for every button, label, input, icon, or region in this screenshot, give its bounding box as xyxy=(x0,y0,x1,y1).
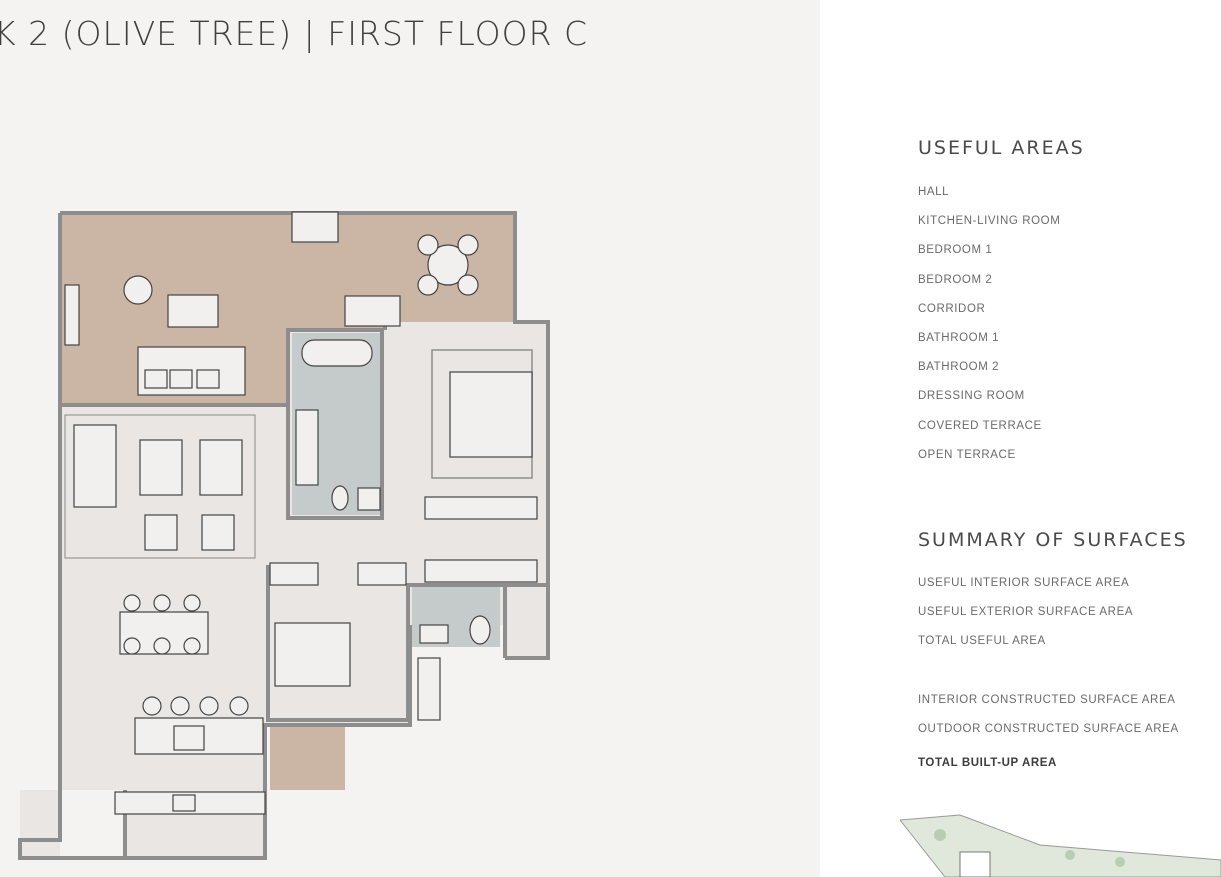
summary-total-row: TOTAL BUILT-UP AREA xyxy=(918,757,1057,769)
area-row: KITCHEN-LIVING ROOM xyxy=(918,215,1061,227)
site-plan-thumbnail xyxy=(900,814,1221,877)
area-row: BATHROOM 2 xyxy=(918,361,1000,373)
page-title: K 2 (OLIVE TREE) | FIRST FLOOR C xyxy=(0,14,589,53)
summary-row: USEFUL INTERIOR SURFACE AREA xyxy=(918,577,1130,589)
areas-panel: USEFUL AREAS HALL KITCHEN-LIVING ROOM BE… xyxy=(820,0,1221,877)
area-row: BEDROOM 2 xyxy=(918,274,993,286)
floor-plan-drawing xyxy=(18,211,550,860)
floor-plan-panel: K 2 (OLIVE TREE) | FIRST FLOOR C xyxy=(0,0,820,877)
small-terrace xyxy=(270,725,345,790)
summary-row: TOTAL USEFUL AREA xyxy=(918,635,1046,647)
area-row: BATHROOM 1 xyxy=(918,332,1000,344)
useful-areas-title: USEFUL AREAS xyxy=(918,137,1085,159)
area-row: COVERED TERRACE xyxy=(918,420,1042,432)
area-row: BEDROOM 1 xyxy=(918,244,993,256)
dining-furniture xyxy=(114,594,266,815)
area-row: CORRIDOR xyxy=(918,303,986,315)
living-room-furniture xyxy=(64,414,256,559)
summary-row: USEFUL EXTERIOR SURFACE AREA xyxy=(918,606,1134,618)
bedroom-furniture xyxy=(274,371,533,687)
summary-row: OUTDOOR CONSTRUCTED SURFACE AREA xyxy=(918,723,1179,735)
summary-row: INTERIOR CONSTRUCTED SURFACE AREA xyxy=(918,694,1176,706)
area-row: OPEN TERRACE xyxy=(918,449,1016,461)
bathroom-fixtures xyxy=(295,339,491,645)
area-row: DRESSING ROOM xyxy=(918,390,1025,402)
area-row: HALL xyxy=(918,186,950,198)
terrace-furniture xyxy=(64,211,479,396)
summary-title: SUMMARY OF SURFACES xyxy=(918,529,1188,551)
wardrobes xyxy=(269,496,538,721)
